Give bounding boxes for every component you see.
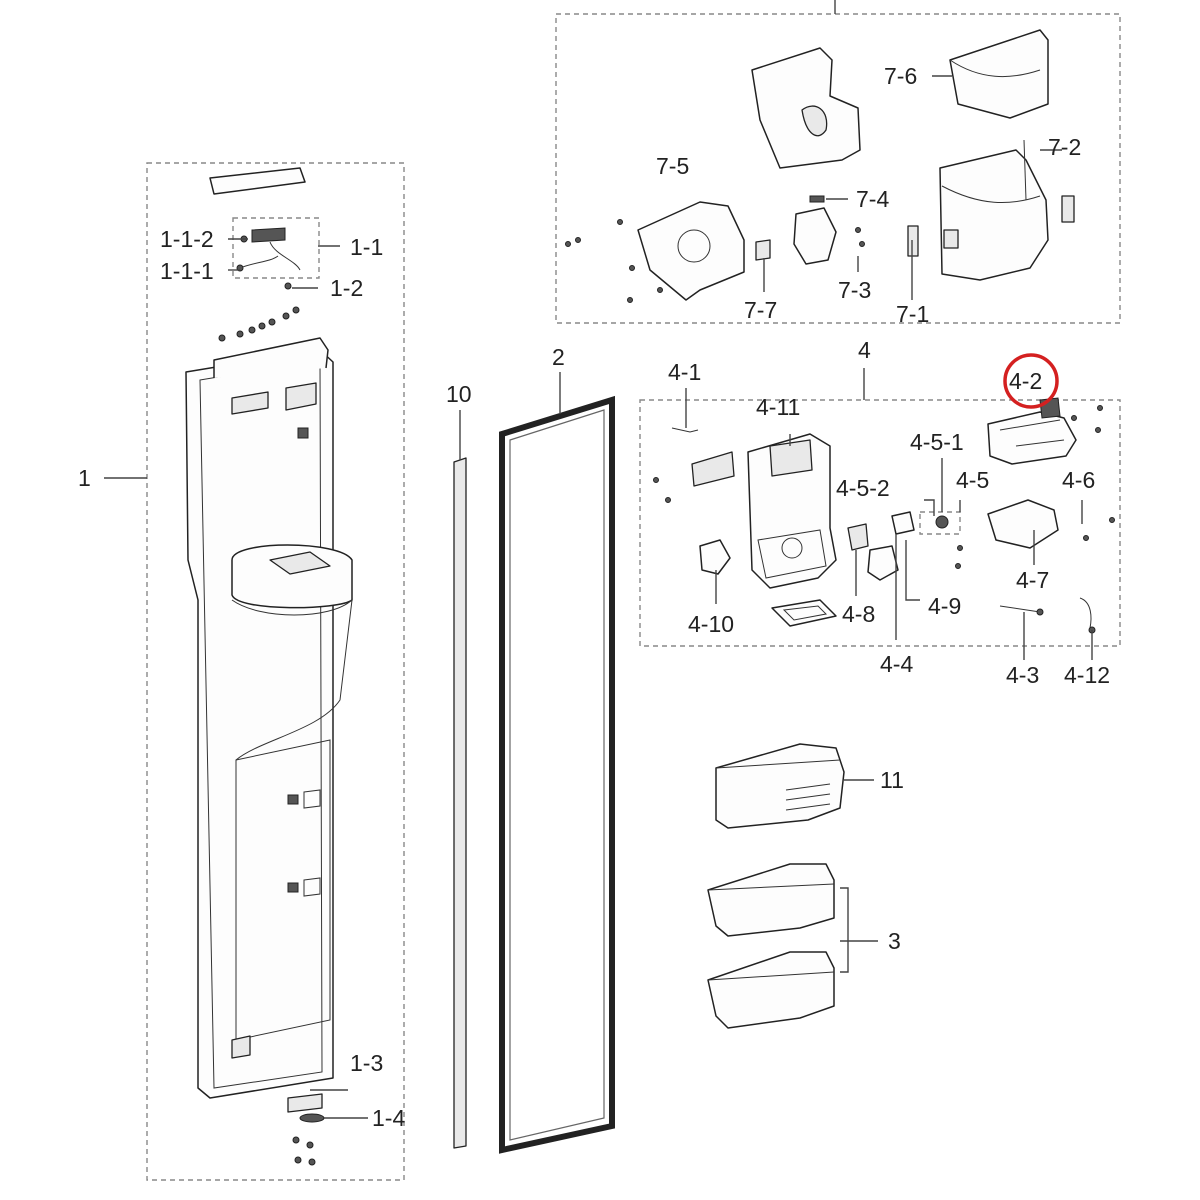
label-4: 4 — [858, 337, 871, 363]
label-1: 1 — [78, 465, 91, 491]
door-shelves-3 — [707, 863, 835, 1029]
door-strip-10 — [453, 457, 467, 1149]
label-1-1: 1-1 — [350, 234, 383, 260]
dispenser-assembly-box — [639, 399, 1121, 647]
label-4-5-1: 4-5-1 — [910, 429, 964, 455]
label-3: 3 — [888, 928, 901, 954]
label-1-1-1: 1-1-1 — [160, 258, 214, 284]
label-4-6: 4-6 — [1062, 467, 1095, 493]
label-4-5: 4-5 — [956, 467, 989, 493]
ice-maker-assembly-box — [555, 13, 1121, 324]
label-4-1: 4-1 — [668, 359, 701, 385]
label-10: 10 — [446, 381, 472, 407]
label-4-8: 4-8 — [842, 601, 875, 627]
leader-lines — [104, 0, 1093, 1119]
top-screws — [218, 282, 300, 342]
label-4-9: 4-9 — [928, 593, 961, 619]
label-1-1-2: 1-1-2 — [160, 226, 214, 252]
label-7-2: 7-2 — [1048, 134, 1081, 160]
part-1-1-sensor — [236, 227, 301, 272]
door-gasket-2 — [499, 395, 615, 1154]
dispenser-parts — [653, 397, 1115, 634]
label-2: 2 — [552, 344, 565, 370]
label-7-5: 7-5 — [656, 153, 689, 179]
label-4-5-2: 4-5-2 — [836, 475, 890, 501]
label-4-12: 4-12 — [1064, 662, 1110, 688]
label-7-4: 7-4 — [856, 186, 889, 212]
label-4-3: 4-3 — [1006, 662, 1039, 688]
highlight-circle-4-2 — [1003, 353, 1059, 409]
label-4-2: 4-2 — [1009, 368, 1042, 394]
part-1-1-box — [232, 217, 320, 279]
hinge-parts — [287, 1093, 325, 1166]
label-7-7: 7-7 — [744, 297, 777, 323]
ice-maker-parts — [565, 29, 1075, 303]
label-1-4: 1-4 — [372, 1105, 405, 1131]
callout-labels: 1 1-1-2 1-1 1-1-1 1-2 1-3 1-4 10 2 3 11 … — [78, 63, 1110, 1131]
top-cover-plate — [209, 167, 306, 195]
door-assembly-box — [146, 162, 405, 1181]
label-7-6: 7-6 — [884, 63, 917, 89]
door-liner — [185, 337, 353, 1099]
label-7-3: 7-3 — [838, 277, 871, 303]
label-4-10: 4-10 — [688, 611, 734, 637]
label-1-2: 1-2 — [330, 275, 363, 301]
dispenser-bin-11 — [715, 743, 845, 829]
label-11: 11 — [880, 767, 904, 793]
label-4-11: 4-11 — [756, 394, 800, 420]
label-1-3: 1-3 — [350, 1050, 383, 1076]
label-7-1: 7-1 — [896, 301, 929, 327]
label-4-7: 4-7 — [1016, 567, 1049, 593]
label-4-4: 4-4 — [880, 651, 913, 677]
